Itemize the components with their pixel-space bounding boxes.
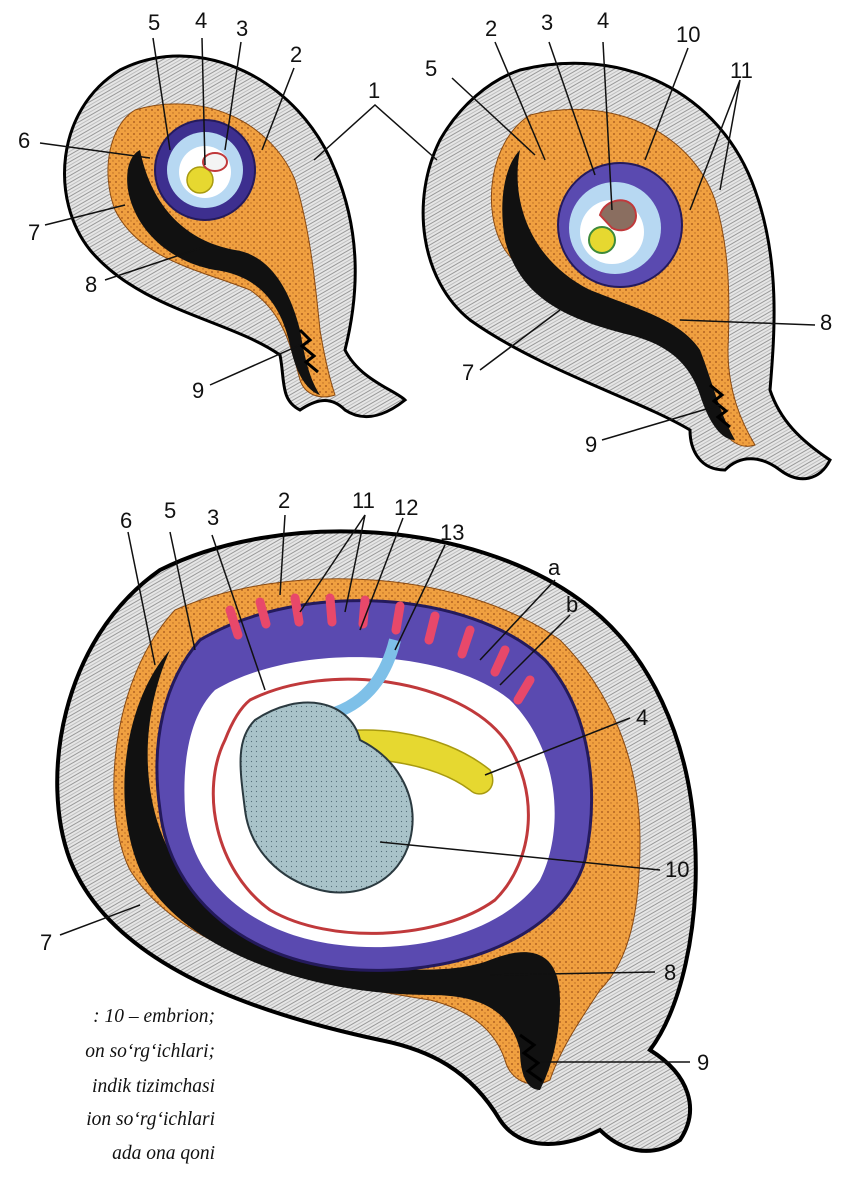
label-tl-8: 8 [85, 272, 97, 297]
label-b-10: 10 [665, 857, 689, 882]
label-b-3: 3 [207, 505, 219, 530]
embryo-disc [203, 153, 227, 171]
caption-line-1: : 10 – embrion; [0, 1005, 215, 1028]
caption-line-3: indik tizimchasi [0, 1075, 215, 1098]
label-tr-7: 7 [462, 360, 474, 385]
label-tr-8: 8 [820, 310, 832, 335]
label-b-8: 8 [664, 960, 676, 985]
label-tr-2: 2 [485, 16, 497, 41]
label-b-a: a [548, 555, 561, 580]
yolk-sac [589, 227, 615, 253]
label-b-9: 9 [697, 1050, 709, 1075]
label-tr-11: 11 [730, 58, 753, 83]
label-b-7: 7 [40, 930, 52, 955]
label-tr-3: 3 [541, 10, 553, 35]
label-b-4: 4 [636, 705, 648, 730]
uterus-top-right [423, 63, 830, 479]
caption-line-5: ada ona qoni [0, 1142, 215, 1165]
label-tl-7: 7 [28, 220, 40, 245]
label-tl-9: 9 [192, 378, 204, 403]
uterus-top-left [65, 56, 405, 417]
label-tl-3: 3 [236, 16, 248, 41]
label-tl-6: 6 [18, 128, 30, 153]
label-b-11: 11 [352, 488, 375, 513]
label-tl-1: 1 [368, 78, 380, 103]
label-tr-10: 10 [676, 22, 700, 47]
label-tl-2: 2 [290, 42, 302, 67]
label-tr-5: 5 [425, 56, 437, 81]
caption-line-2: on so‘rg‘ichlari; [0, 1040, 215, 1063]
caption-line-4: ion so‘rg‘ichlari [0, 1108, 215, 1131]
label-b-12: 12 [394, 495, 418, 520]
label-b-5: 5 [164, 498, 176, 523]
label-tl-5: 5 [148, 10, 160, 35]
label-tr-4: 4 [597, 8, 609, 33]
label-b-b: b [566, 592, 578, 617]
label-tr-9: 9 [585, 432, 597, 457]
label-tl-4: 4 [195, 8, 207, 33]
label-b-2: 2 [278, 488, 290, 513]
label-b-6: 6 [120, 508, 132, 533]
label-b-13: 13 [440, 520, 464, 545]
